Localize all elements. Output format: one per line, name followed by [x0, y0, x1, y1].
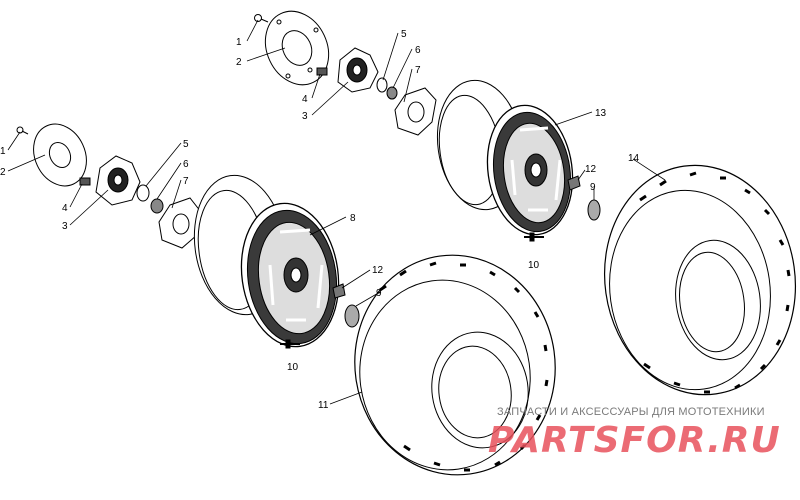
- bolt-rear: [254, 14, 269, 23]
- watermark-brand: PARTSFOR.RU: [488, 420, 781, 461]
- callout-7-rear: 7: [415, 65, 421, 76]
- callout-4-rear: 4: [302, 94, 308, 105]
- callout-7-front: 7: [183, 176, 189, 187]
- spacer-plate-front: [158, 197, 202, 249]
- hub-front: [95, 155, 141, 206]
- callout-3-front: 3: [62, 221, 68, 232]
- brake-disc-front: [33, 123, 87, 187]
- tire-front: [354, 254, 556, 476]
- rim-front: [193, 174, 340, 348]
- rim-rear: [436, 79, 574, 236]
- nut-rear: [386, 86, 398, 100]
- callout-3-rear: 3: [302, 111, 308, 122]
- valve-stem-front: [280, 339, 300, 349]
- callout-5-front: 5: [183, 139, 189, 150]
- callout-8: 8: [350, 213, 356, 224]
- bolt-front: [16, 126, 29, 135]
- callout-labels: 1 2 4 3 5 6 7 13 12 9 10 14 1 2 4 3 5 6 …: [0, 29, 640, 411]
- callout-5-rear: 5: [401, 29, 407, 40]
- valve-stem-rear: [524, 232, 544, 242]
- callout-2-rear: 2: [236, 57, 242, 68]
- center-cap-rear: [587, 199, 601, 221]
- callout-1-front: 1: [0, 146, 6, 157]
- lug-nut-front: [332, 283, 346, 299]
- stud-front: [79, 177, 91, 186]
- callout-9-front: 9: [376, 288, 382, 299]
- callout-10-front: 10: [287, 362, 299, 373]
- washer-front: [136, 184, 150, 202]
- callout-9-rear: 9: [590, 182, 596, 193]
- watermark-subtitle: ЗАПЧАСТИ И АКСЕССУАРЫ ДЛЯ МОТОТЕХНИКИ: [497, 406, 765, 418]
- callout-12-rear: 12: [585, 164, 597, 175]
- callout-13: 13: [595, 108, 607, 119]
- stud-rear: [316, 67, 328, 76]
- brake-disc-rear: [264, 10, 330, 86]
- spacer-plate-rear: [394, 87, 437, 136]
- callout-11: 11: [318, 400, 329, 411]
- lug-nut-rear: [567, 175, 581, 191]
- callout-6-front: 6: [183, 159, 189, 170]
- washer-rear: [376, 77, 388, 93]
- center-cap-front: [344, 304, 360, 328]
- tire-rear: [603, 164, 797, 396]
- callout-10-rear: 10: [528, 260, 540, 271]
- leader-lines: [7, 19, 666, 405]
- callout-4-front: 4: [62, 203, 68, 214]
- hub-rear: [337, 47, 379, 93]
- callout-1-rear: 1: [236, 37, 242, 48]
- callout-6-rear: 6: [415, 45, 421, 56]
- callout-14: 14: [628, 153, 640, 164]
- callout-2-front: 2: [0, 167, 6, 178]
- nut-front: [150, 198, 164, 214]
- callout-12-front: 12: [372, 265, 384, 276]
